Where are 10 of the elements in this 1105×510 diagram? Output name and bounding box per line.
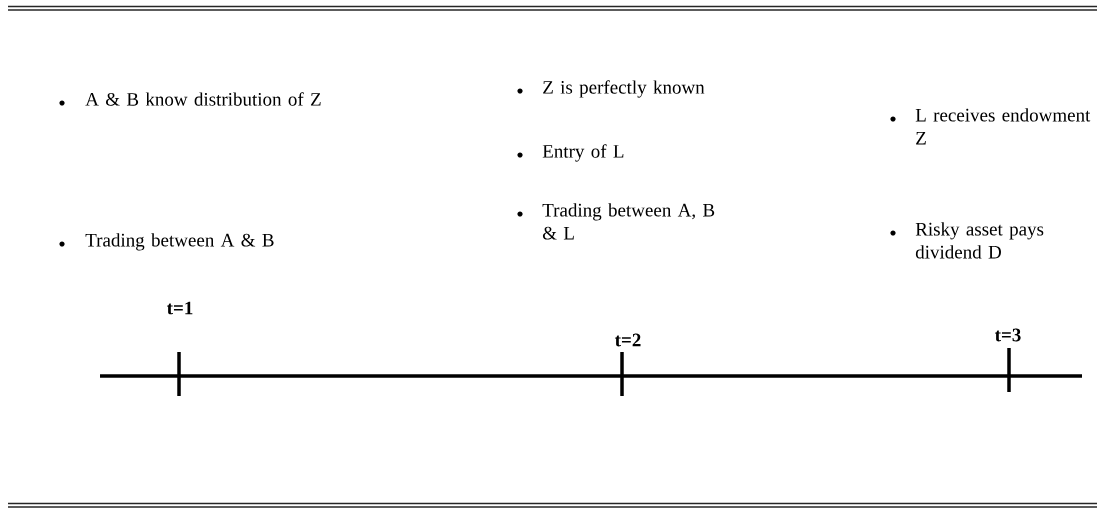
bullet-text: Trading between A, B & L [542, 203, 715, 240]
bullet-text: L receives endowment Z [915, 108, 1091, 145]
bullet-text: A & B know distribution of Z [85, 92, 321, 106]
time-label: t=3 [995, 328, 1021, 342]
bullet-text: Z is perfectly known [543, 80, 705, 98]
bullet-text: Entry of L [542, 144, 624, 162]
bullet-text: Trading between A & B [85, 233, 274, 251]
time-label: t=2 [615, 333, 641, 347]
time-label: t=1 [167, 301, 193, 315]
bullet-text: Risky asset pays dividend D [915, 222, 1044, 259]
